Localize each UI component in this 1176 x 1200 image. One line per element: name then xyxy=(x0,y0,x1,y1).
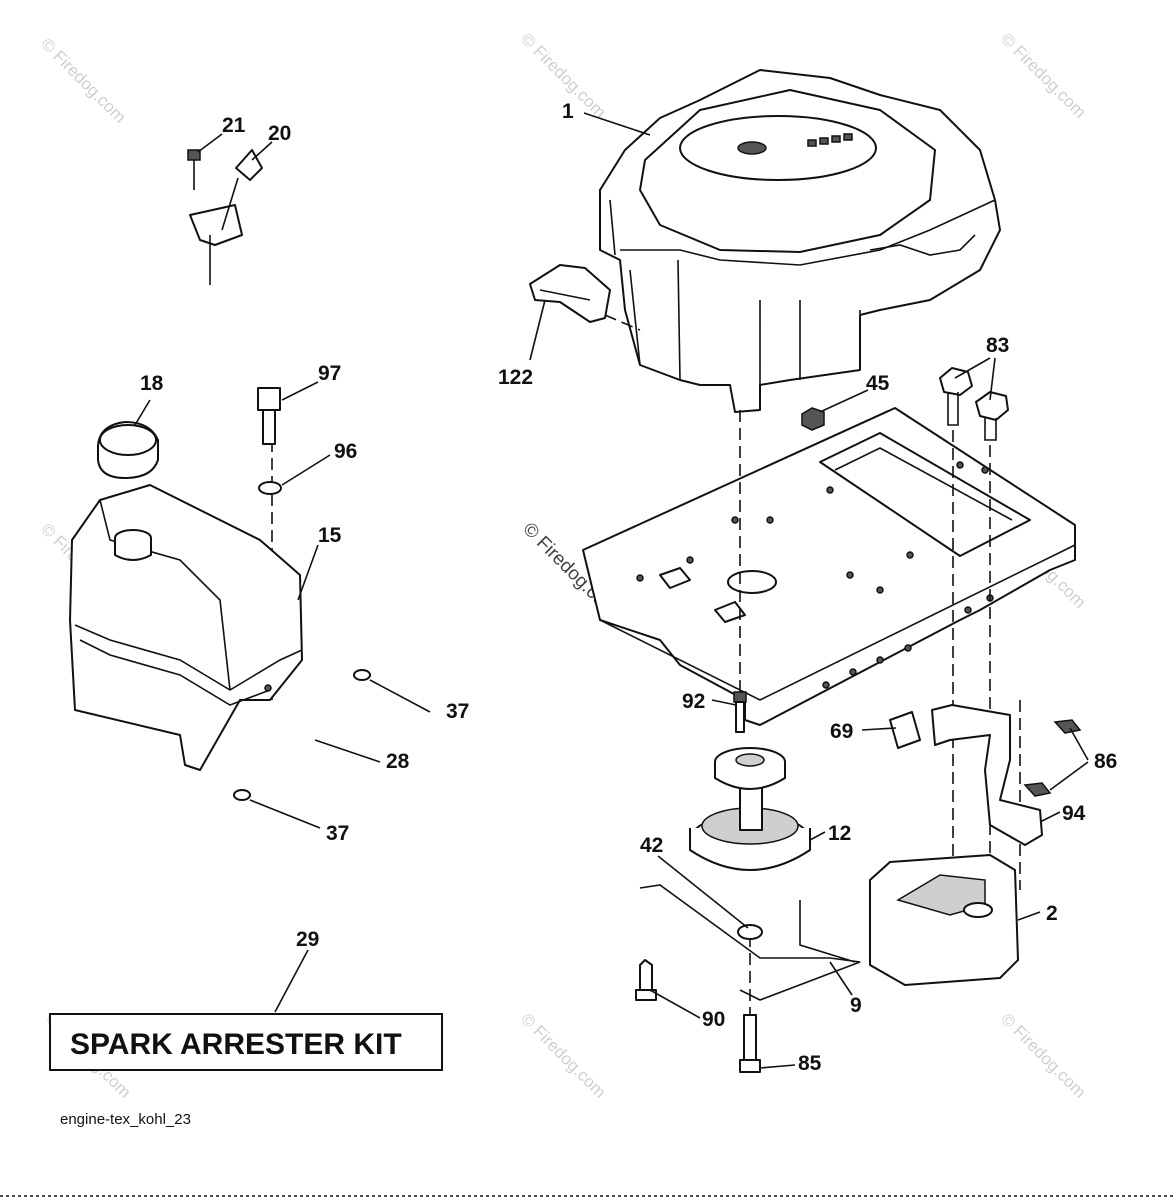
fuel-hose-part-28 xyxy=(233,669,371,801)
gasket-part-69 xyxy=(889,711,921,749)
label-part-9: 9 xyxy=(850,994,862,1017)
label-part-86: 86 xyxy=(1094,750,1117,773)
rod-part-9 xyxy=(639,884,861,1001)
label-part-37a: 37 xyxy=(446,700,469,723)
nut-part-45 xyxy=(801,407,825,431)
gas-cap-part-18 xyxy=(97,421,159,479)
label-part-15: 15 xyxy=(318,524,342,547)
label-part-90: 90 xyxy=(702,1008,725,1031)
label-part-96: 96 xyxy=(334,440,357,463)
watermark: © Firedog.com xyxy=(997,1009,1089,1101)
label-part-12: 12 xyxy=(828,822,851,845)
drawing-code: engine-tex_kohl_23 xyxy=(60,1111,191,1128)
washer-part-42 xyxy=(737,924,763,940)
label-part-45: 45 xyxy=(866,372,890,395)
muffler-part-2 xyxy=(869,854,1019,986)
pulley-part-12 xyxy=(689,747,811,871)
clamp-part-37 xyxy=(233,789,251,801)
label-part-29: 29 xyxy=(296,928,319,951)
label-part-97: 97 xyxy=(318,362,341,385)
fuel-tank-part-15 xyxy=(69,484,303,771)
label-part-21: 21 xyxy=(222,114,246,137)
spark-arrester-kit-box: SPARK ARRESTER KIT xyxy=(49,1013,443,1071)
label-part-92: 92 xyxy=(682,690,705,713)
exhaust-pipe-part-94 xyxy=(931,704,1043,846)
engine xyxy=(599,69,1001,413)
leader-lines xyxy=(134,112,1089,1069)
label-part-18: 18 xyxy=(140,372,164,395)
label-part-94: 94 xyxy=(1062,802,1086,825)
handle-part-122 xyxy=(529,264,641,331)
bolt-part-92 xyxy=(733,691,747,733)
label-part-83: 83 xyxy=(986,334,1009,357)
watermark: © Firedog.com xyxy=(37,34,129,126)
choke-part-20-21 xyxy=(187,149,263,285)
kit-label: SPARK ARRESTER KIT xyxy=(70,1028,402,1061)
label-part-122: 122 xyxy=(498,366,533,389)
washer-part-96 xyxy=(258,481,282,495)
part-labels: 1 122 45 83 21 20 18 97 96 15 37 28 37 9… xyxy=(140,100,1117,1075)
bolt-part-85 xyxy=(739,1014,761,1073)
clamp-part-37 xyxy=(353,669,371,681)
watermark: © Firedog.com xyxy=(517,1009,609,1101)
label-part-2: 2 xyxy=(1046,902,1058,925)
label-part-1: 1 xyxy=(562,100,574,123)
screws-part-86 xyxy=(1023,719,1082,797)
label-part-37b: 37 xyxy=(326,822,349,845)
mount-plate xyxy=(582,407,1076,726)
bolt-part-97 xyxy=(257,387,281,445)
bolt-part-90 xyxy=(635,959,657,1001)
watermark: © Firedog.com xyxy=(997,29,1089,121)
bolts-part-83 xyxy=(939,367,1009,441)
label-part-20: 20 xyxy=(268,122,291,145)
label-part-42: 42 xyxy=(640,834,663,857)
label-part-28: 28 xyxy=(386,750,410,773)
label-part-69: 69 xyxy=(830,720,853,743)
label-part-85: 85 xyxy=(798,1052,822,1075)
